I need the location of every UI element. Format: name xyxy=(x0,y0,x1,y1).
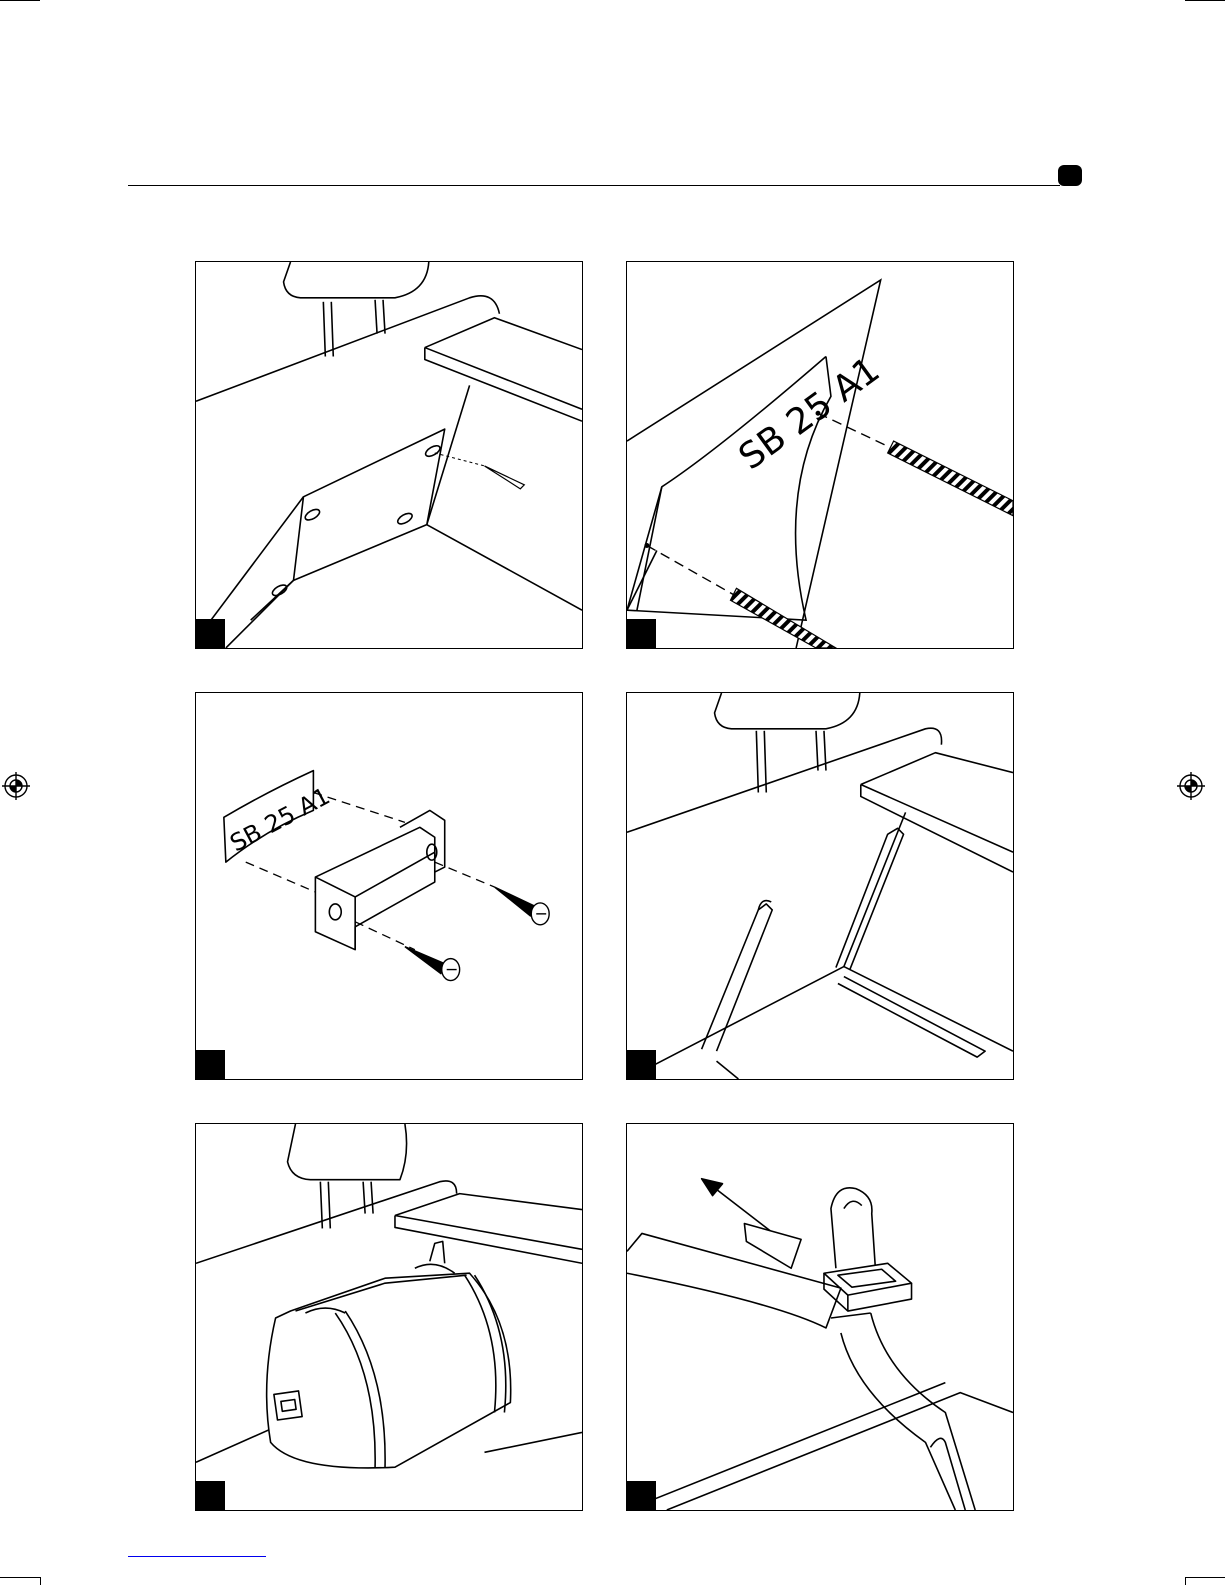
figure-4 xyxy=(626,692,1014,1080)
crop-mark-icon xyxy=(1185,1577,1225,1578)
crop-mark-icon xyxy=(1185,0,1225,1)
step-number-badge xyxy=(196,1481,225,1510)
figure-2-illustration: SB 25 A1 xyxy=(627,262,1013,648)
crop-mark-icon xyxy=(40,1577,41,1585)
crop-mark-icon xyxy=(0,0,40,1)
figure-6-illustration xyxy=(627,1124,1013,1510)
step-number-badge xyxy=(627,619,656,648)
figure-5 xyxy=(195,1123,583,1511)
header-rule xyxy=(128,185,1060,186)
step-number-badge xyxy=(627,1050,656,1079)
figure-6 xyxy=(626,1123,1014,1511)
registration-mark-icon xyxy=(1175,770,1207,802)
crop-mark-icon xyxy=(0,1577,40,1578)
figure-5-illustration xyxy=(196,1124,582,1510)
crop-mark-icon xyxy=(1185,1577,1186,1585)
step-number-badge xyxy=(196,1050,225,1079)
figure-2: SB 25 A1 xyxy=(626,261,1014,649)
language-tab xyxy=(1058,165,1082,186)
step-number-badge xyxy=(196,619,225,648)
registration-mark-icon xyxy=(0,770,32,802)
figure-3: SB 25 A1 xyxy=(195,692,583,1080)
figure-3-illustration: SB 25 A1 xyxy=(196,693,582,1079)
figure-4-illustration xyxy=(627,693,1013,1079)
label-sb25a1-text: SB 25 A1 xyxy=(732,349,888,478)
figure-1-illustration xyxy=(196,262,582,648)
footer-link[interactable] xyxy=(128,1553,266,1557)
step-number-badge xyxy=(627,1481,656,1510)
figure-1 xyxy=(195,261,583,649)
